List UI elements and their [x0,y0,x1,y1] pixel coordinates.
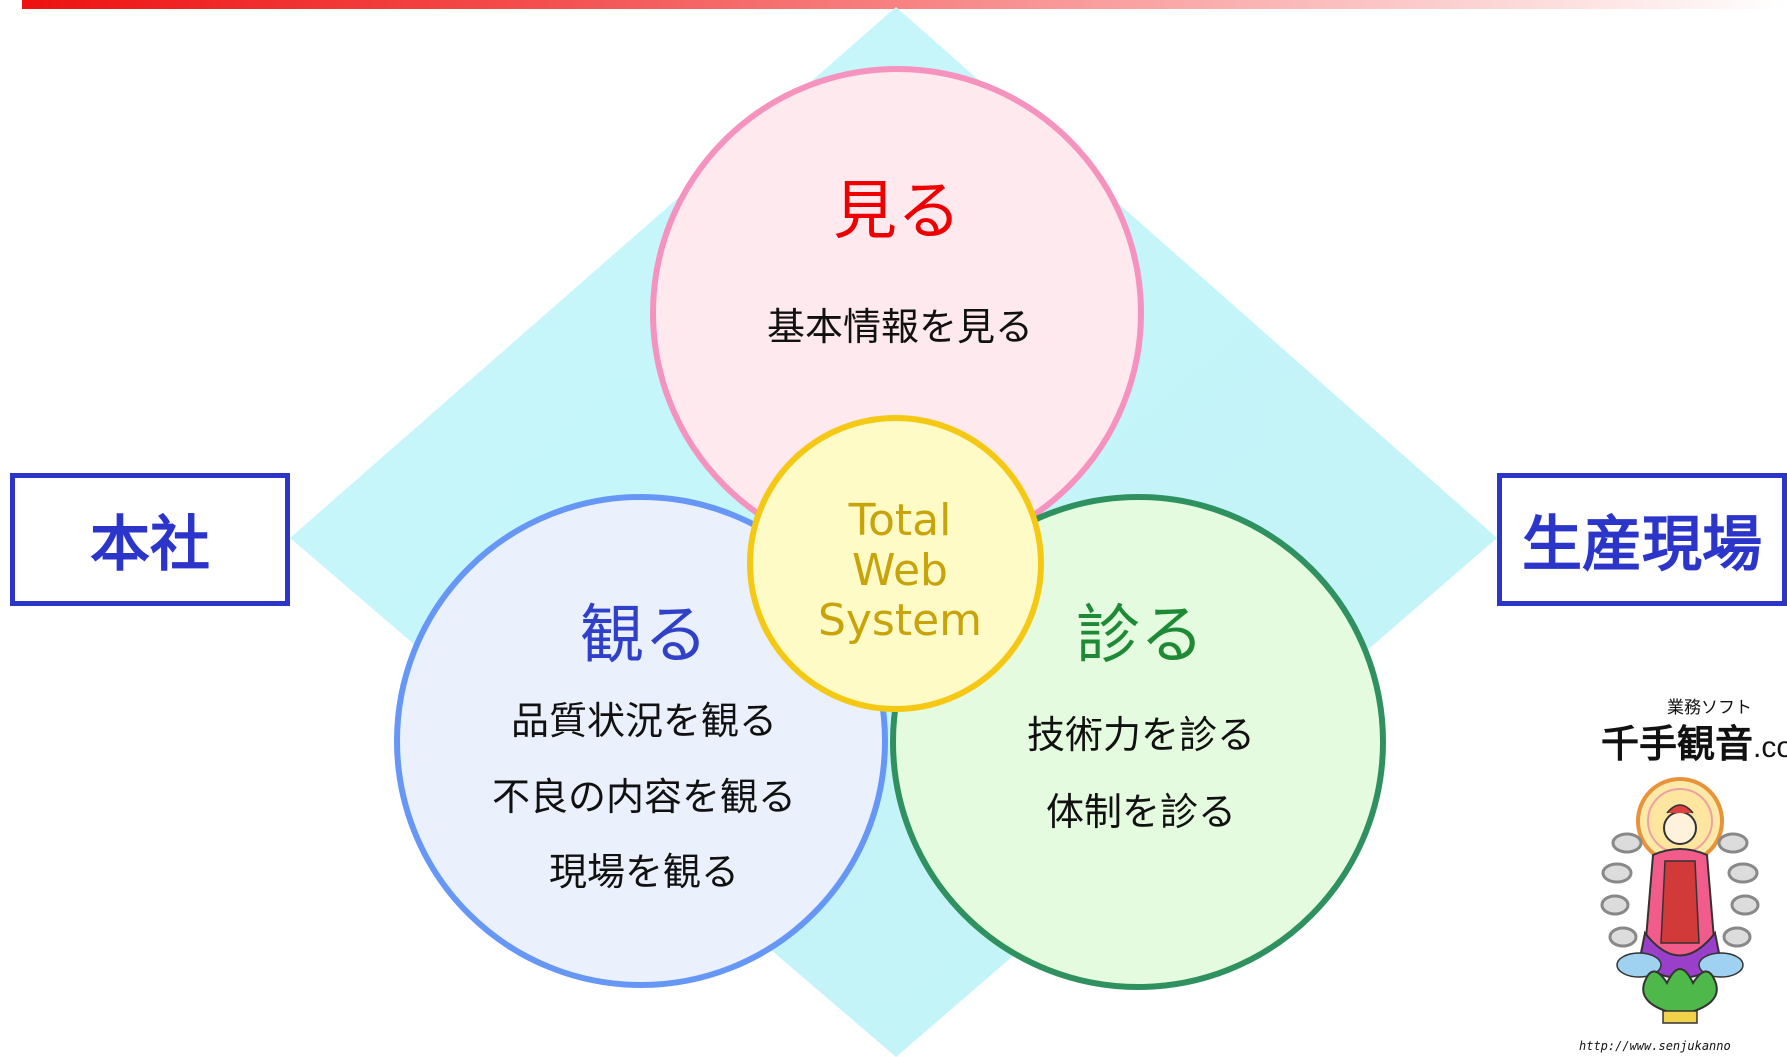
shinru-heading: 診る [1076,599,1204,673]
headquarters-box: 本社 [10,473,290,606]
top-accent-bar [22,0,1787,9]
core-label-line: Web [852,545,948,596]
production-site-label: 生産現場 [1522,510,1762,580]
core-label-line: Total [848,495,952,546]
production-site-box: 生産現場 [1497,473,1787,606]
miru-item: 基本情報を見る [766,305,1033,349]
kanru-item: 不良の内容を観る [491,775,796,819]
kanru-item: 現場を観る [548,850,739,894]
logo-tagline: 業務ソフト [1667,698,1752,718]
kanru-item: 品質状況を観る [510,699,777,743]
logo-name-suffix: .co [1753,731,1787,764]
miru-heading: 見る [833,175,961,249]
headquarters-label: 本社 [90,510,210,580]
core-label: Total Web System [800,496,1000,646]
kanru-heading: 観る [580,599,708,673]
logo-url: http://www.senjukanno [1579,1039,1731,1053]
kannon-figure-illustration [1600,777,1760,1024]
logo-name-text: 千手観音 [1601,721,1754,766]
shinru-item: 体制を診る [1045,790,1236,834]
senju-kannon-logo: 業務ソフト 千手観音.co http://www.senjuk [1575,693,1787,1057]
logo-name: 千手観音.co [1601,713,1787,768]
shinru-item: 技術力を診る [1026,713,1255,757]
core-label-line: System [817,595,983,646]
core-circle [747,415,1044,712]
